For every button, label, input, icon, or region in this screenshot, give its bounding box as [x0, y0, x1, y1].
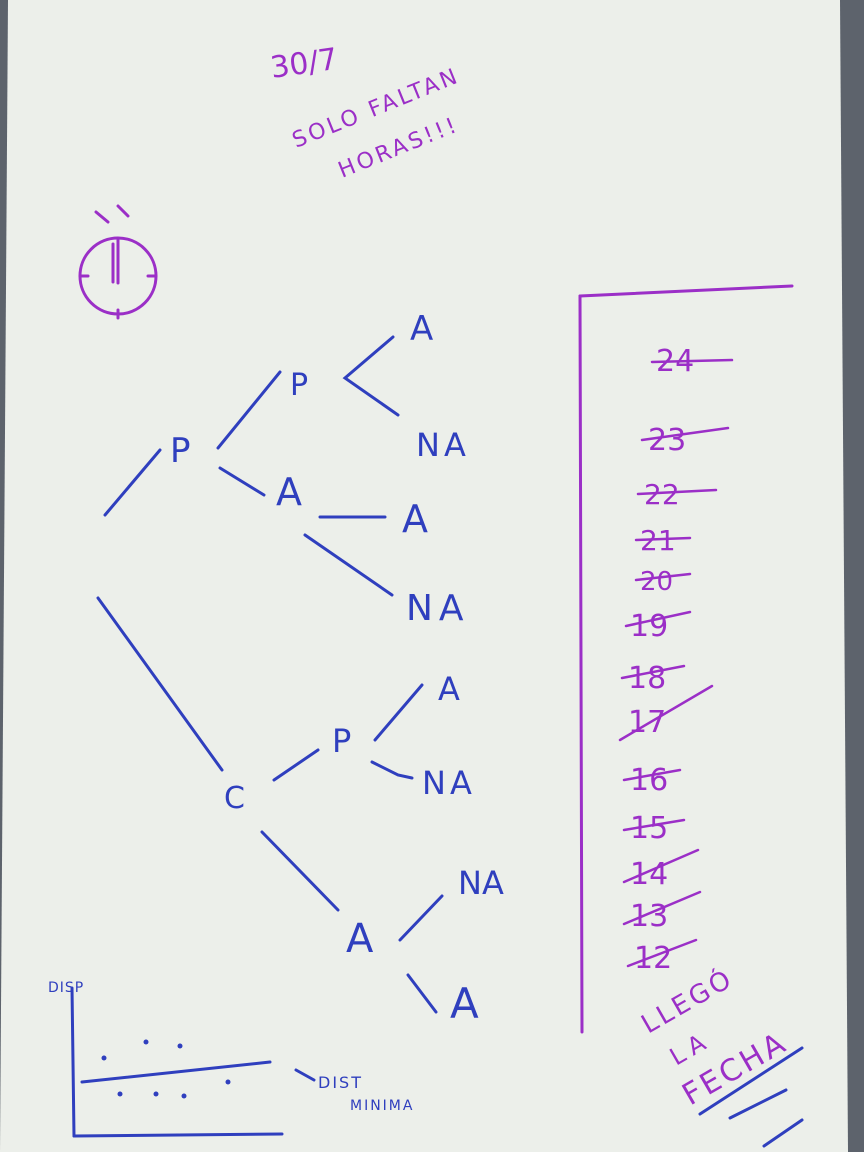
tree-leaf-2: NA: [416, 426, 470, 464]
countdown-number-8: 17: [628, 705, 666, 740]
countdown-strikes: [618, 358, 734, 968]
tree-leaf-6: NA: [422, 764, 476, 802]
mini-chart-annotation-line1: DIST: [318, 1073, 363, 1092]
countdown-number-12: 13: [630, 899, 668, 934]
tree-node-root: P: [170, 431, 191, 471]
tree-lines: [96, 335, 444, 1014]
tree-node-l1-top: P: [290, 368, 308, 403]
tree-leaf-5: A: [438, 670, 460, 708]
tree-leaf-7: NA: [458, 864, 504, 902]
tree-node-low-a: A: [346, 916, 374, 962]
mini-chart-annotation-line2: MINIMA: [350, 1098, 414, 1114]
tree-node-low-root: C: [224, 781, 245, 816]
countdown-number-6: 19: [630, 609, 668, 644]
tree-node-l1-mid: A: [276, 470, 302, 514]
countdown-number-11: 14: [630, 857, 668, 892]
mini-chart: [70, 986, 316, 1138]
tree-node-low-p: P: [332, 722, 351, 760]
countdown-number-2: 23: [648, 423, 686, 458]
countdown-number-13: 12: [634, 941, 672, 976]
final-underlines: [698, 1046, 804, 1148]
countdown-number-9: 16: [630, 763, 668, 798]
tree-leaf-8: A: [450, 979, 479, 1028]
tree-leaf-4: NA: [406, 588, 470, 629]
tree-leaf-1: A: [410, 309, 433, 349]
countdown-number-5: 20: [640, 567, 673, 597]
clock-icon: [78, 204, 158, 320]
mini-chart-points: [101, 1039, 231, 1099]
tree-leaf-3: A: [402, 497, 428, 541]
countdown-number-7: 18: [628, 661, 666, 696]
mini-chart-ylabel: DISP: [48, 980, 84, 996]
countdown-frame: [578, 284, 794, 1034]
